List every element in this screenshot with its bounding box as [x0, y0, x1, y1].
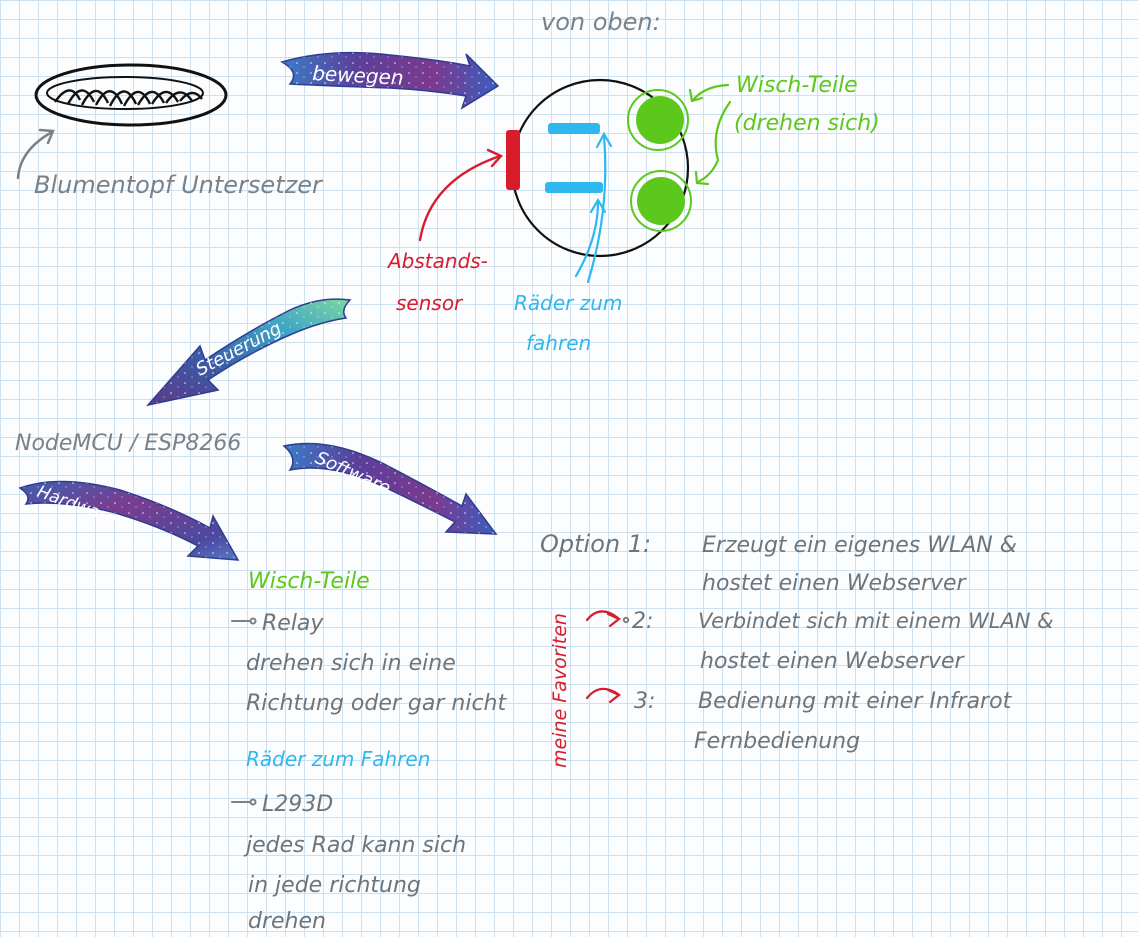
option3-line2: Fernbedienung — [694, 729, 860, 754]
move-arrow-label: bewegen — [312, 61, 404, 90]
option2-line2: hostet einen Webserver — [700, 649, 966, 674]
hw-wheels-desc2: in jede richtung — [248, 873, 421, 898]
control-arrow — [145, 298, 352, 407]
robot-top-view — [506, 78, 692, 258]
wheel-shape-bottom — [545, 182, 603, 193]
saucer-pointer-arrow — [16, 128, 55, 180]
hw-wipers-title: Wisch-Teile — [248, 569, 370, 594]
wipers-label: Wisch-Teile — [736, 73, 858, 98]
wheel-shape-top — [548, 123, 600, 134]
hardware-item-arrows — [231, 617, 257, 806]
hw-wipers-item: Relay — [262, 611, 324, 636]
saucer-label: Blumentopf Untersetzer — [34, 171, 324, 199]
favorite-arrows — [585, 610, 622, 704]
option3-label: 3: — [634, 689, 655, 714]
hw-wipers-desc2: Richtung oder gar nicht — [246, 691, 507, 716]
saucer-drawing — [34, 63, 228, 127]
wheels-pointer-arrows — [574, 131, 613, 284]
option1-line2: hostet einen Webserver — [702, 571, 968, 596]
option2-label: 2: — [632, 609, 653, 634]
favorite-dots — [622, 616, 630, 624]
hw-wheels-item: L293D — [262, 792, 333, 817]
option3-line1: Bedienung mit einer Infrarot — [698, 689, 1013, 714]
hw-wheels-desc1: jedes Rad kann sich — [243, 833, 466, 858]
wipers-note: (drehen sich) — [734, 111, 880, 136]
option2-line1: Verbindet sich mit einem WLAN & — [698, 609, 1054, 633]
sensor-label-line2: sensor — [396, 291, 464, 315]
wiper-top — [627, 89, 689, 151]
hw-wheels-desc3: drehen — [248, 909, 326, 934]
hardware-arrow — [18, 480, 240, 561]
sensor-label-line1: Abstands- — [386, 249, 488, 273]
option1-label: Option 1: — [540, 530, 651, 558]
software-arrow — [282, 442, 498, 535]
wiper-pointer-arrows — [688, 83, 732, 186]
move-arrow — [280, 51, 500, 110]
hw-wheels-title: Räder zum Fahren — [246, 747, 430, 771]
control-arrow-label: Steuerung — [192, 318, 285, 381]
hw-wipers-desc1: drehen sich in eine — [246, 651, 456, 676]
option1-line1: Erzeugt ein eigenes WLAN & — [702, 533, 1017, 558]
wiper-bottom — [630, 170, 692, 232]
board-label: NodeMCU / ESP8266 — [15, 431, 241, 456]
view-label: von oben: — [541, 8, 661, 36]
distance-sensor-shape — [506, 130, 520, 190]
wheels-label-line1: Räder zum — [514, 291, 622, 315]
wheels-label-line2: fahren — [526, 331, 591, 355]
sensor-pointer-arrow — [418, 148, 503, 242]
favorites-label: meine Favoriten — [549, 613, 571, 768]
